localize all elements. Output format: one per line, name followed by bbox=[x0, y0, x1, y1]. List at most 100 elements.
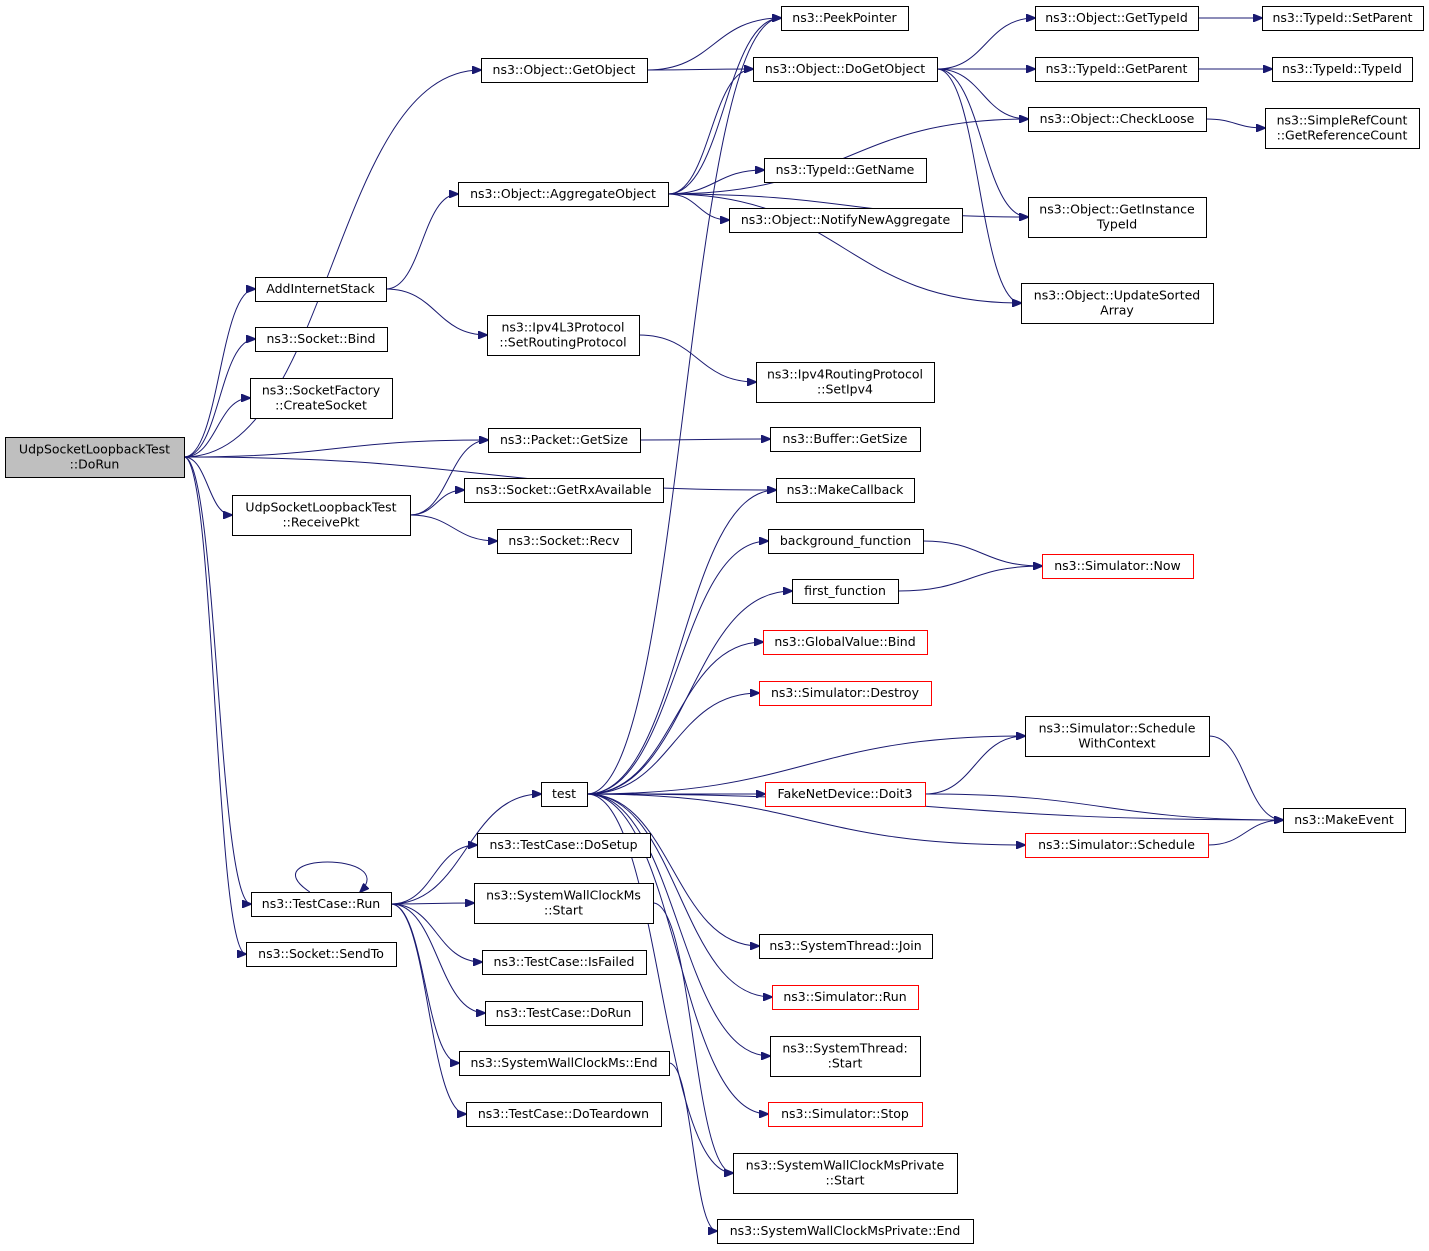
node-ns3-socket-getrxavailable[interactable]: ns3::Socket::GetRxAvailable bbox=[464, 478, 664, 503]
node-udpsocketloopbacktest-receivepkt[interactable]: UdpSocketLoopbackTest::ReceivePkt bbox=[232, 495, 411, 536]
node-label-line: test bbox=[552, 786, 576, 801]
node-label-line: ::SetRoutingProtocol bbox=[499, 335, 626, 350]
node-ns3-simplerefcount-getreferencecount[interactable]: ns3::SimpleRefCount::GetReferenceCount bbox=[1265, 108, 1420, 149]
node-label-line: ns3::Socket::GetRxAvailable bbox=[475, 482, 651, 497]
edge-n0-to-n6 bbox=[183, 456, 232, 515]
node-fakenetdevice-doit3[interactable]: FakeNetDevice::Doit3 bbox=[765, 782, 926, 807]
node-label-line: ns3::TypeId::SetParent bbox=[1272, 10, 1412, 25]
node-ns3-systemthread-start[interactable]: ns3::SystemThread::Start bbox=[770, 1036, 921, 1077]
node-label-line: ns3::TypeId::TypeId bbox=[1282, 61, 1402, 76]
node-label-line: ns3::SystemThread::Join bbox=[769, 938, 921, 953]
edge-n6-to-n5 bbox=[409, 440, 488, 516]
node-box bbox=[477, 833, 651, 858]
edge-n20-to-n10 bbox=[667, 18, 781, 195]
node-label-line: ::CreateSocket bbox=[275, 398, 367, 413]
node-ns3-socket-sendto[interactable]: ns3::Socket::SendTo bbox=[246, 942, 397, 967]
node-ns3-systemwallclockms-start[interactable]: ns3::SystemWallClockMs::Start bbox=[474, 883, 654, 924]
edge-n8-to-n31 bbox=[390, 903, 482, 962]
node-udpsocketloopbacktest-dorun[interactable]: UdpSocketLoopbackTest::DoRun bbox=[5, 437, 185, 478]
node-ns3-typeid-typeid[interactable]: ns3::TypeId::TypeId bbox=[1272, 57, 1413, 82]
node-ns3-simulator-destroy[interactable]: ns3::Simulator::Destroy bbox=[759, 681, 932, 706]
node-ns3-systemwallclockms-end[interactable]: ns3::SystemWallClockMs::End bbox=[459, 1051, 670, 1076]
node-box bbox=[481, 58, 648, 83]
node-label-line: ns3::Ipv4RoutingProtocol bbox=[767, 367, 923, 382]
edge-n0-to-n4 bbox=[183, 398, 250, 458]
edge-n28-to-n40 bbox=[586, 793, 759, 946]
node-ns3-simulator-schedule[interactable]: ns3::Simulator::Schedule bbox=[1025, 833, 1209, 858]
node-ns3-packet-getsize[interactable]: ns3::Packet::GetSize bbox=[488, 428, 641, 453]
node-ns3-globalvalue-bind[interactable]: ns3::GlobalValue::Bind bbox=[763, 630, 928, 655]
node-ns3-typeid-setparent[interactable]: ns3::TypeId::SetParent bbox=[1262, 6, 1424, 31]
node-ns3-socket-recv[interactable]: ns3::Socket::Recv bbox=[497, 529, 632, 554]
node-box bbox=[776, 478, 915, 503]
node-ns3-testcase-isfailed[interactable]: ns3::TestCase::IsFailed bbox=[482, 950, 647, 975]
edge-n11-to-n18 bbox=[936, 68, 1028, 217]
node-ns3-object-gettypeid[interactable]: ns3::Object::GetTypeId bbox=[1035, 6, 1199, 31]
node-ns3-object-aggregateobject[interactable]: ns3::Object::AggregateObject bbox=[458, 182, 669, 207]
node-ns3-object-checkloose[interactable]: ns3::Object::CheckLoose bbox=[1028, 107, 1207, 132]
node-box bbox=[1035, 57, 1199, 82]
node-label-line: UdpSocketLoopbackTest bbox=[245, 500, 396, 515]
node-ns3-object-notifynewaggregate[interactable]: ns3::Object::NotifyNewAggregate bbox=[729, 208, 963, 233]
node-ns3-ipv4routingprotocol-setipv4[interactable]: ns3::Ipv4RoutingProtocol::SetIpv4 bbox=[756, 362, 935, 403]
node-ns3-testcase-run[interactable]: ns3::TestCase::Run bbox=[251, 892, 392, 917]
node-box bbox=[756, 362, 935, 403]
node-label-line: ns3::GlobalValue::Bind bbox=[774, 634, 915, 649]
edge-n28-to-n44 bbox=[586, 793, 733, 1173]
node-ns3-simulator-stop[interactable]: ns3::Simulator::Stop bbox=[768, 1102, 923, 1127]
edge-n28-to-n43 bbox=[586, 793, 768, 1114]
node-first-function[interactable]: first_function bbox=[792, 579, 899, 604]
node-ns3-typeid-getparent[interactable]: ns3::TypeId::GetParent bbox=[1035, 57, 1199, 82]
node-ns3-makecallback[interactable]: ns3::MakeCallback bbox=[776, 478, 915, 503]
node-box bbox=[729, 208, 963, 233]
edge-n39-to-n49 bbox=[924, 793, 1283, 820]
node-label-line: first_function bbox=[804, 583, 886, 598]
node-ns3-buffer-getsize[interactable]: ns3::Buffer::GetSize bbox=[770, 427, 921, 452]
node-box bbox=[764, 158, 927, 183]
node-ns3-object-dogetobject[interactable]: ns3::Object::DoGetObject bbox=[753, 57, 938, 82]
edge-n20-to-n11 bbox=[667, 69, 753, 195]
node-ns3-simulator-run[interactable]: ns3::Simulator::Run bbox=[772, 985, 919, 1010]
node-test[interactable]: test bbox=[541, 782, 588, 807]
node-label-line: ns3::Object::AggregateObject bbox=[470, 186, 656, 201]
edge-n11-to-n16 bbox=[936, 68, 1028, 119]
node-ns3-systemwallclockmsprivate-start[interactable]: ns3::SystemWallClockMsPrivate::Start bbox=[733, 1153, 958, 1194]
node-ns3-object-getobject[interactable]: ns3::Object::GetObject bbox=[481, 58, 648, 83]
node-ns3-testcase-doteardown[interactable]: ns3::TestCase::DoTeardown bbox=[466, 1102, 662, 1127]
node-label-line: ns3::Object::GetObject bbox=[493, 62, 636, 77]
edge-n8-to-n33 bbox=[390, 903, 459, 1063]
node-box bbox=[753, 57, 938, 82]
edge-n8-to-n8 bbox=[295, 861, 367, 892]
edge-n20-to-n21 bbox=[667, 170, 764, 195]
node-background-function[interactable]: background_function bbox=[768, 529, 924, 554]
edge-n2-to-n20 bbox=[385, 194, 458, 290]
node-label-line: ::Start bbox=[544, 903, 583, 918]
node-ns3-peekpointer[interactable]: ns3::PeekPointer bbox=[781, 6, 909, 31]
node-label-line: ns3::TypeId::GetParent bbox=[1046, 61, 1188, 76]
node-box bbox=[759, 934, 933, 959]
node-ns3-makeevent[interactable]: ns3::MakeEvent bbox=[1283, 808, 1406, 833]
node-ns3-simulator-now[interactable]: ns3::Simulator::Now bbox=[1042, 554, 1194, 579]
edge-n20-to-n22 bbox=[667, 193, 729, 220]
node-ns3-systemwallclockmsprivate-end[interactable]: ns3::SystemWallClockMsPrivate::End bbox=[717, 1219, 974, 1244]
node-box bbox=[232, 495, 411, 536]
node-ns3-testcase-dosetup[interactable]: ns3::TestCase::DoSetup bbox=[477, 833, 651, 858]
node-label-line: ns3::Socket::SendTo bbox=[258, 946, 384, 961]
node-ns3-socket-bind[interactable]: ns3::Socket::Bind bbox=[255, 327, 388, 352]
node-box bbox=[1025, 716, 1210, 757]
edge-n28-to-n35 bbox=[586, 541, 768, 795]
node-ns3-testcase-dorun[interactable]: ns3::TestCase::DoRun bbox=[485, 1001, 643, 1026]
node-box bbox=[466, 1102, 662, 1127]
node-box bbox=[781, 6, 909, 31]
edge-n39-to-n47 bbox=[924, 736, 1025, 795]
node-ns3-socketfactory-createsocket[interactable]: ns3::SocketFactory::CreateSocket bbox=[250, 378, 393, 419]
node-box bbox=[1042, 554, 1194, 579]
node-ns3-typeid-getname[interactable]: ns3::TypeId::GetName bbox=[764, 158, 927, 183]
node-ns3-ipv4l3protocol-setroutingprotocol[interactable]: ns3::Ipv4L3Protocol::SetRoutingProtocol bbox=[487, 315, 640, 356]
node-addinternetstack[interactable]: AddInternetStack bbox=[255, 277, 387, 302]
node-ns3-systemthread-join[interactable]: ns3::SystemThread::Join bbox=[759, 934, 933, 959]
edge-n5-to-n25 bbox=[639, 439, 770, 440]
